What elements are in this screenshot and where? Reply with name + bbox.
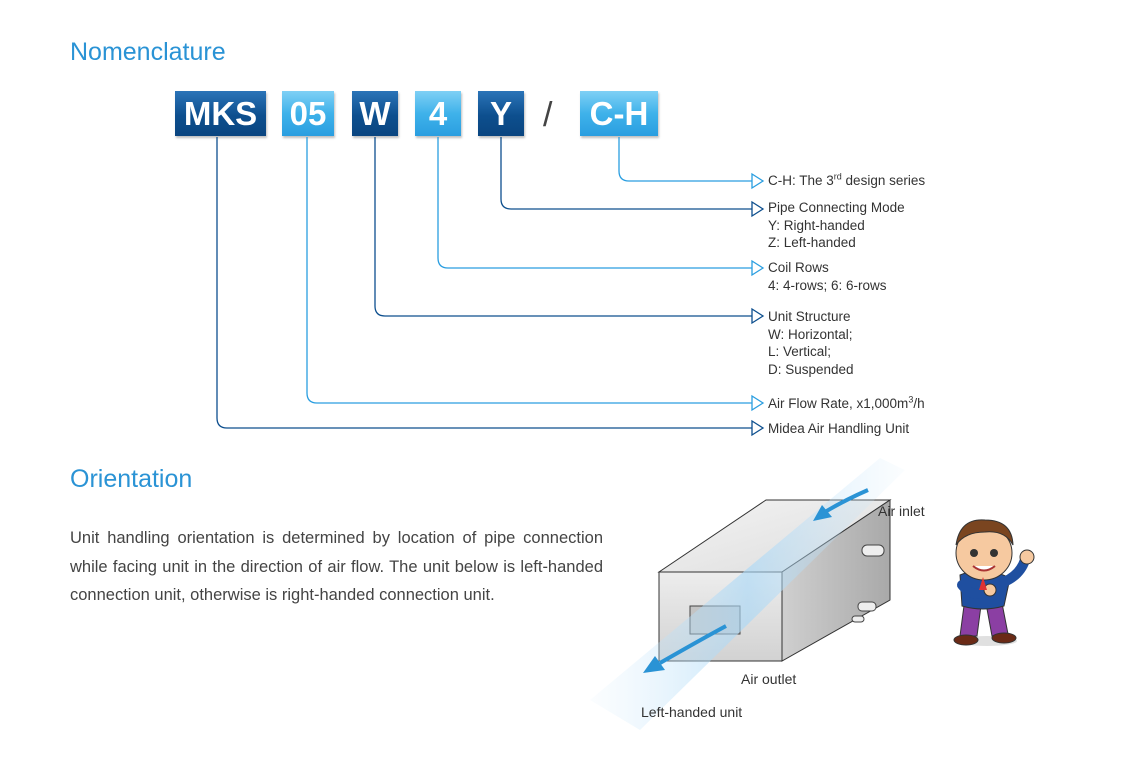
connector-w bbox=[374, 137, 752, 317]
legend-pipe-z: Z: Left-handed bbox=[768, 235, 856, 250]
orientation-title: Orientation bbox=[70, 465, 193, 493]
mascot-character bbox=[953, 519, 1035, 646]
legend-pipe-y: Y: Right-handed bbox=[768, 217, 865, 233]
connector-mks bbox=[216, 137, 752, 429]
air-inlet-label: Air inlet bbox=[878, 503, 925, 519]
connector-y bbox=[500, 137, 752, 210]
arrow-05-icon bbox=[751, 394, 765, 412]
code-box-y: Y bbox=[478, 91, 524, 136]
legend-unit: Unit Structure W: Horizontal; L: Vertica… bbox=[768, 308, 854, 378]
air-outlet-arrow-icon bbox=[643, 624, 727, 673]
legend-coil-desc: 4: 4-rows; 6: 6-rows bbox=[768, 277, 887, 293]
arrow-y-icon bbox=[751, 200, 765, 218]
arrow-ch-icon bbox=[751, 172, 765, 190]
legend-unit-title: Unit Structure bbox=[768, 309, 851, 324]
code-box-mks: MKS bbox=[175, 91, 266, 136]
legend-coil: Coil Rows 4: 4-rows; 6: 6-rows bbox=[768, 259, 887, 294]
code-separator: / bbox=[543, 96, 553, 134]
code-box-ch: C-H bbox=[580, 91, 658, 136]
arrow-mks-icon bbox=[751, 419, 765, 437]
code-box-4: 4 bbox=[415, 91, 461, 136]
code-box-05: 05 bbox=[282, 91, 334, 136]
legend-pipe: Pipe Connecting Mode Y: Right-handed Z: … bbox=[768, 199, 905, 252]
legend-ch-suffix: design series bbox=[841, 173, 926, 188]
connector-4 bbox=[437, 137, 752, 269]
code-box-w: W bbox=[352, 91, 398, 136]
connector-05 bbox=[306, 137, 752, 404]
legend-unit-d: D: Suspended bbox=[768, 361, 854, 377]
arrow-4-icon bbox=[751, 259, 765, 277]
legend-unit-w: W: Horizontal; bbox=[768, 326, 853, 342]
air-inlet-arrow-icon bbox=[813, 488, 869, 521]
air-outlet-label: Air outlet bbox=[741, 671, 797, 687]
pipe-connector-middle bbox=[857, 601, 877, 612]
legend-unit-l: L: Vertical; bbox=[768, 344, 832, 359]
legend-airflow-sup: 3 bbox=[908, 394, 914, 405]
connector-ch bbox=[618, 137, 752, 182]
legend-airflow-text: Air Flow Rate, x1,000m bbox=[768, 396, 909, 411]
orientation-description: Unit handling orientation is determined … bbox=[70, 529, 603, 604]
arrow-w-icon bbox=[751, 307, 765, 325]
nomenclature-connector-lines bbox=[216, 137, 765, 437]
legend-airflow-suffix: /h bbox=[913, 396, 925, 411]
pipe-connector-lower bbox=[851, 615, 865, 623]
legend-airflow: Air Flow Rate, x1,000m3/h bbox=[768, 395, 925, 413]
unit-side-face bbox=[781, 499, 891, 662]
legend-pipe-title: Pipe Connecting Mode bbox=[768, 200, 905, 215]
legend-ch-text: C-H: The 3 bbox=[768, 173, 834, 188]
left-handed-unit-label: Left-handed unit bbox=[641, 704, 743, 720]
airflow-beam bbox=[590, 458, 905, 730]
legend-coil-title: Coil Rows bbox=[768, 260, 829, 275]
legend-ch-sup: rd bbox=[833, 171, 842, 182]
pipe-connector-upper bbox=[861, 544, 885, 557]
legend-ch: C-H: The 3rd design series bbox=[768, 172, 925, 190]
nomenclature-title: Nomenclature bbox=[70, 38, 226, 66]
legend-midea: Midea Air Handling Unit bbox=[768, 421, 910, 436]
